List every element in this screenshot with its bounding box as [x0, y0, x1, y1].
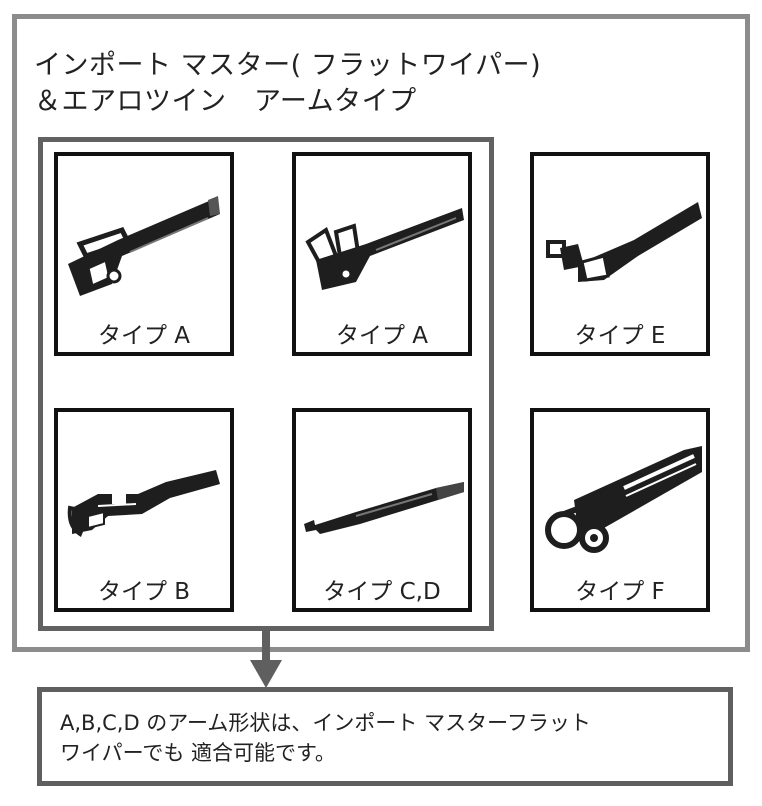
arm-card-label: タイプ F: [575, 579, 665, 605]
arm-card-type-cd: タイプ C,D: [292, 408, 472, 612]
compatible-arm-group: [38, 137, 494, 631]
arm-card-label: タイプ C,D: [323, 579, 441, 605]
note-text: A,B,C,D のアーム形状は、インポート マスターフラット ワイパーでも 適合…: [60, 708, 591, 768]
arm-card-label: タイプ A: [335, 323, 429, 349]
wiper-arm-type-b-icon: [67, 470, 220, 538]
wiper-arm-type-e-icon: [546, 202, 702, 282]
arm-card-label: タイプ A: [97, 323, 191, 349]
arm-card-type-b: タイプ B: [54, 408, 234, 612]
connector-arrow: [250, 630, 282, 688]
arm-card-type-a: タイプ A: [54, 152, 234, 356]
title-line-1: インポート マスター( フラットワイパー): [34, 50, 542, 81]
note-line-2: ワイパーでも 適合可能です。: [60, 741, 336, 765]
arm-card-label: タイプ E: [574, 323, 666, 349]
wiper-arm-type-f-icon: [545, 446, 702, 553]
arm-card-type-f: タイプ F: [530, 408, 710, 612]
diagram-title: インポート マスター( フラットワイパー) ＆エアロツイン アームタイプ: [34, 48, 541, 120]
wiper-arm-type-a-icon: [68, 196, 220, 296]
wiper-arm-type-cd-icon: [304, 482, 464, 534]
compatibility-note: A,B,C,D のアーム形状は、インポート マスターフラット ワイパーでも 適合…: [37, 687, 733, 786]
title-line-2: ＆エアロツイン アームタイプ: [34, 86, 417, 117]
arm-card-label: タイプ B: [97, 579, 191, 605]
arm-card-type-a-alt: タイプ A: [292, 152, 472, 356]
note-line-1: A,B,C,D のアーム形状は、インポート マスターフラット: [60, 711, 591, 735]
wiper-arm-type-a-alt-icon: [305, 208, 464, 290]
arm-card-type-e: タイプ E: [530, 152, 710, 356]
outer-frame: [12, 14, 750, 652]
